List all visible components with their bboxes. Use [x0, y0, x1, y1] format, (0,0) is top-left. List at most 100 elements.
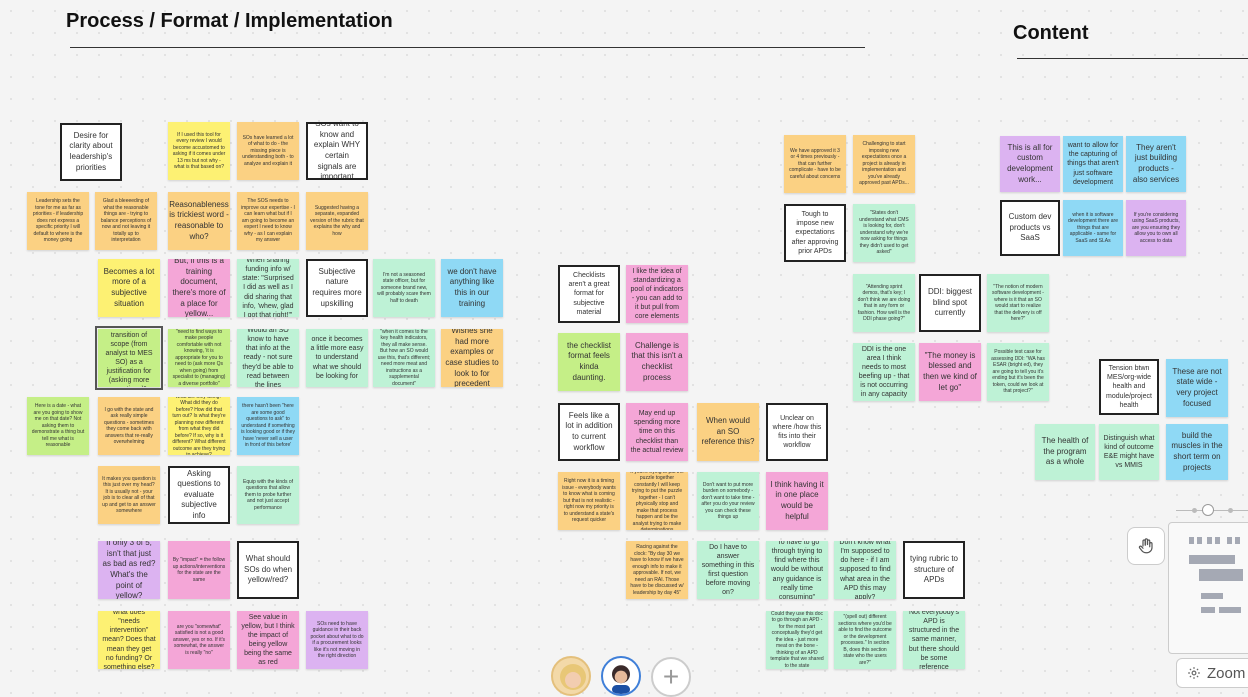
sticky-note[interactable]: the checklist format feels kinda dauntin…	[558, 333, 620, 391]
sticky-note[interactable]: there hasn't been "here are some good qu…	[237, 397, 299, 455]
sticky-note[interactable]: They aren't just building products - als…	[1126, 136, 1186, 192]
sticky-note[interactable]: Right now it is a timing issue - everybo…	[558, 472, 620, 530]
sticky-note-text: If only 3 of 5, isn't that just as bad a…	[102, 541, 156, 599]
zoom-slider[interactable]	[1172, 501, 1248, 521]
sticky-note[interactable]: are you "somewhat" satisfied is not a go…	[168, 611, 230, 669]
sticky-note[interactable]: Equip with the kinds of questions that a…	[237, 466, 299, 524]
sticky-note[interactable]: Challenge is that this isn't a checklist…	[626, 333, 688, 391]
collaborator-avatar[interactable]	[551, 656, 591, 696]
sticky-note-text: once it becomes a little more easy to un…	[310, 336, 364, 380]
sticky-note[interactable]: Challenging to start imposing new expect…	[853, 135, 915, 193]
sticky-note[interactable]: I think having it in one place would be …	[766, 472, 828, 530]
sticky-note[interactable]: Here is a date - what are you going to s…	[27, 397, 89, 455]
sticky-note[interactable]: Reasonableness is trickiest word - reaso…	[168, 192, 230, 250]
sticky-note[interactable]: "States don't understand what CMS is loo…	[853, 204, 915, 262]
sticky-note[interactable]: Custom dev products vs SaaS	[1000, 200, 1060, 256]
sticky-note[interactable]: Feels like a lot in addition to current …	[558, 403, 620, 461]
sticky-note[interactable]: Checklists aren't a great format for sub…	[558, 265, 620, 323]
sticky-note[interactable]: "To have to go through trying to find wh…	[766, 541, 828, 599]
sticky-note[interactable]: SOs want to know and explain WHY certain…	[306, 122, 368, 180]
sticky-note-text: Wishes she had more examples or case stu…	[445, 329, 499, 387]
sticky-note[interactable]: Asking questions to evaluate subjective …	[168, 466, 230, 524]
sticky-note[interactable]: The health of the program as a whole	[1035, 424, 1095, 480]
section-divider-content	[1017, 58, 1248, 59]
sticky-note-text: DDI: biggest blind spot currently	[927, 287, 973, 318]
zoom-menu-button[interactable]: Zoom	[1176, 658, 1248, 688]
sticky-note-text: Unclear on where /how this fits into the…	[772, 414, 822, 450]
sticky-note[interactable]: If you're trying to put the puzzle toget…	[626, 472, 688, 530]
sticky-note[interactable]: Tough to impose new expectations after a…	[784, 204, 846, 262]
sticky-note-text: Would an SO know to have that info at th…	[242, 329, 294, 387]
board-minimap[interactable]	[1168, 522, 1248, 654]
sticky-note[interactable]: Would an SO know to have that info at th…	[237, 329, 299, 387]
sticky-note[interactable]: Distinguish what kind of outcome E&E mig…	[1099, 424, 1159, 480]
sticky-note[interactable]: This is all for custom development work.…	[1000, 136, 1060, 192]
sticky-note[interactable]: tying rubric to structure of APDs	[903, 541, 965, 599]
sticky-note-text: SOs want to know and explain WHY certain…	[313, 122, 361, 180]
sticky-note[interactable]: Wishes she had more examples or case stu…	[441, 329, 503, 387]
sticky-note[interactable]: If I used this tool for every review I w…	[168, 122, 230, 180]
sticky-note[interactable]: Possible test case for assessing DDI: "W…	[987, 343, 1049, 401]
sticky-note[interactable]: But, if this is a training document, the…	[168, 259, 230, 317]
sticky-note[interactable]: SOs have learned a lot of what to do - t…	[237, 122, 299, 180]
sticky-note[interactable]: Glad a bleeeeding of what the reasonable…	[95, 192, 157, 250]
sticky-note[interactable]: Desire for clarity about leadership's pr…	[60, 123, 122, 181]
pan-tool-button[interactable]	[1127, 527, 1165, 565]
sticky-note[interactable]: "when it comes to the key health indicat…	[373, 329, 435, 387]
sticky-note[interactable]: If only 3 of 5, isn't that just as bad a…	[98, 541, 160, 599]
sticky-note[interactable]: "The money is blessed and then we kind o…	[919, 343, 981, 401]
sticky-note[interactable]: Don't want to put more burden on somebod…	[697, 472, 759, 530]
sticky-note[interactable]: what are they doing? What did they do be…	[168, 397, 230, 455]
sticky-note[interactable]: We have approved it 3 or 4 times previou…	[784, 135, 846, 193]
sticky-note[interactable]: When sharing funding info w/ state: "Sur…	[237, 259, 299, 317]
sticky-note-text: Possible test case for assessing DDI: "W…	[991, 349, 1045, 395]
sticky-note[interactable]: DDI is the one area I think needs to mos…	[853, 343, 915, 401]
sticky-note[interactable]: What should SOs do when yellow/red?	[237, 541, 299, 599]
sticky-note[interactable]: I'm not a seasoned state officer, but fo…	[373, 259, 435, 317]
sticky-note[interactable]: By "impact" = the follow up actions/inte…	[168, 541, 230, 599]
collaborator-avatar[interactable]	[601, 656, 641, 696]
sticky-note[interactable]: "Attending sprint demos, that's key; I d…	[853, 274, 915, 332]
sticky-note[interactable]: Tension btwn MES/org-wide health and mod…	[1099, 359, 1159, 415]
sticky-note-text: Leadership sets the tone for me as far a…	[32, 198, 84, 244]
sticky-note[interactable]: I go with the state and ask really simpl…	[98, 397, 160, 455]
sticky-note[interactable]: Racing against the clock: "By day 30 we …	[626, 541, 688, 599]
minimap-block	[1235, 537, 1240, 544]
sticky-note[interactable]: "The notion of modern software developme…	[987, 274, 1049, 332]
sticky-note[interactable]: "(spell out) different sections where yo…	[834, 611, 896, 669]
sticky-note[interactable]: "use the transition of scope (from analy…	[95, 326, 163, 390]
sticky-note[interactable]: I like the idea of standardizing a pool …	[626, 265, 688, 323]
sticky-note[interactable]: If you're considering using SaaS product…	[1126, 200, 1186, 256]
sticky-note[interactable]: Leadership sets the tone for me as far a…	[27, 192, 89, 250]
sticky-note[interactable]: once it becomes a little more easy to un…	[306, 329, 368, 387]
sticky-note[interactable]: "need to find ways to make people comfor…	[168, 329, 230, 387]
sticky-note[interactable]: DDI: biggest blind spot currently	[919, 274, 981, 332]
add-collaborator-button[interactable]: +	[651, 657, 691, 697]
sticky-note[interactable]: what does "needs intervention" mean? Doe…	[98, 611, 160, 669]
sticky-note[interactable]: when it is software development there ar…	[1063, 200, 1123, 256]
sticky-note[interactable]: we don't have anything like this in our …	[441, 259, 503, 317]
sticky-note[interactable]: Unclear on where /how this fits into the…	[766, 403, 828, 461]
sticky-note[interactable]: May end up spending more time on this ch…	[626, 403, 688, 461]
sticky-note[interactable]: Do I have to answer something in this fi…	[697, 541, 759, 599]
sticky-note[interactable]: Could they use this doc to go through an…	[766, 611, 828, 669]
sticky-note-text: "(spell out) different sections where yo…	[838, 614, 892, 666]
sticky-note[interactable]: See value in yellow, but I think the imp…	[237, 611, 299, 669]
sticky-note[interactable]: SOs need to have guidance in their back …	[306, 611, 368, 669]
sticky-note[interactable]: It makes you question is this just over …	[98, 466, 160, 524]
sticky-note-text: Subjective nature requires more upskilli…	[312, 266, 362, 308]
sticky-note[interactable]: Subjective nature requires more upskilli…	[306, 259, 368, 317]
sticky-note[interactable]: These are not state wide - very project …	[1166, 359, 1228, 417]
zoom-slider-handle[interactable]	[1202, 504, 1214, 516]
sticky-note[interactable]: Don't know what I'm supposed to do here …	[834, 541, 896, 599]
sticky-note-text: "when it comes to the key health indicat…	[377, 329, 431, 387]
sticky-note[interactable]: build the muscles in the short term on p…	[1166, 424, 1228, 480]
sticky-note[interactable]: Becomes a lot more of a subjective situa…	[98, 259, 160, 317]
sticky-note[interactable]: Suggested having a separate, expanded ve…	[306, 192, 368, 250]
sticky-note[interactable]: want to allow for the capturing of thing…	[1063, 136, 1123, 192]
sticky-note-text: when it is software development there ar…	[1067, 211, 1119, 244]
minimap-block	[1215, 537, 1220, 544]
sticky-note[interactable]: The SOS needs to improve our expertise -…	[237, 192, 299, 250]
sticky-note[interactable]: Not everybody's APD is structured in the…	[903, 611, 965, 669]
sticky-note[interactable]: When would an SO reference this?	[697, 403, 759, 461]
